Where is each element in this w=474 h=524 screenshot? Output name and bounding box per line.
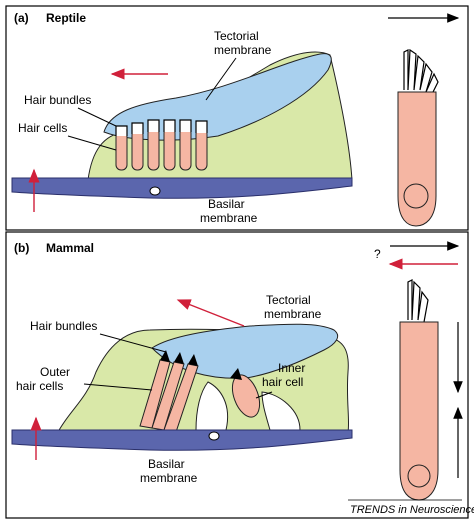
reptile-nerve-hole (149, 186, 161, 196)
panel-b-title: Mammal (46, 241, 94, 255)
reptile-basilar-membrane (11, 177, 353, 199)
mammal-basilar-label-1: Basilar (148, 457, 185, 471)
hair-cell (115, 131, 128, 171)
mammal-inner-label-1: Inner (278, 361, 305, 375)
hair-bundle (174, 352, 184, 364)
mammal-hair-bundles-label: Hair bundles (30, 319, 97, 333)
reptile-tectorial-label-1: Tectorial (214, 29, 259, 43)
panel-a-frame (5, 5, 469, 231)
mammal-question-mark: ? (374, 247, 381, 261)
hair-cell (179, 127, 192, 171)
mammal-inner-leader (255, 391, 273, 399)
hair-bundle (195, 120, 208, 133)
hair-bundle (131, 122, 144, 134)
mammal-basilar-label-2: membrane (140, 471, 198, 485)
reptile-hair-bundles (115, 119, 208, 136)
reptile-bundles-leader (77, 107, 117, 127)
hair-cell (163, 127, 176, 171)
hair-bundle (115, 125, 128, 136)
mammal-bundles-leader (99, 333, 167, 353)
mammal-outer-hair-cells (139, 359, 199, 433)
mammal-outer-leader (83, 383, 153, 391)
hair-bundle (179, 119, 192, 132)
reptile-tectorial-leader (205, 57, 237, 101)
panel-a-label: (a) (14, 11, 29, 25)
mammal-tectorial-label-2: membrane (264, 307, 322, 321)
reptile-hair-bundles-label: Hair bundles (24, 93, 91, 107)
hair-bundle (188, 354, 198, 366)
mammal-nucleus (407, 464, 431, 488)
reptile-hair-cells-label: Hair cells (18, 121, 67, 135)
panel-b-frame (5, 231, 469, 519)
panel-a: (a) Reptile Tecto (11, 11, 460, 227)
reptile-basilar-label-2: membrane (200, 211, 258, 225)
panel-b-label: (b) (14, 241, 29, 255)
hair-cell (131, 129, 144, 171)
mammal-outer-label-1: Outer (40, 365, 70, 379)
hair-cell (147, 127, 160, 171)
panel-a-title: Reptile (46, 11, 86, 25)
reptile-tectorial-label-2: membrane (214, 43, 272, 57)
mammal-nerve-hole (208, 431, 220, 441)
reptile-cells-leader (67, 135, 117, 151)
reptile-single-hair-cell (397, 48, 439, 227)
mammal-single-hair-cell (399, 279, 439, 501)
mammal-tectorial-membrane (151, 323, 339, 379)
hair-bundle (163, 119, 176, 132)
mammal-inner-label-2: hair cell (262, 375, 303, 389)
mammal-tectorial-arrow (176, 299, 245, 327)
panel-b: (b) Mammal Tectorial membra (11, 241, 463, 501)
hair-bundle (230, 368, 242, 380)
mammal-tectorial-label-1: Tectorial (266, 293, 311, 307)
reptile-basilar-label-1: Basilar (208, 197, 245, 211)
hair-cell (195, 128, 208, 171)
mammal-basilar-membrane (11, 429, 353, 451)
reptile-nucleus (403, 183, 429, 209)
hair-bundle (147, 119, 160, 132)
mammal-hair-bundles (160, 350, 242, 380)
mammal-outer-label-2: hair cells (16, 379, 63, 393)
hair-bundle (160, 350, 170, 362)
footer-credit: TRENDS in Neurosciences (350, 504, 474, 516)
